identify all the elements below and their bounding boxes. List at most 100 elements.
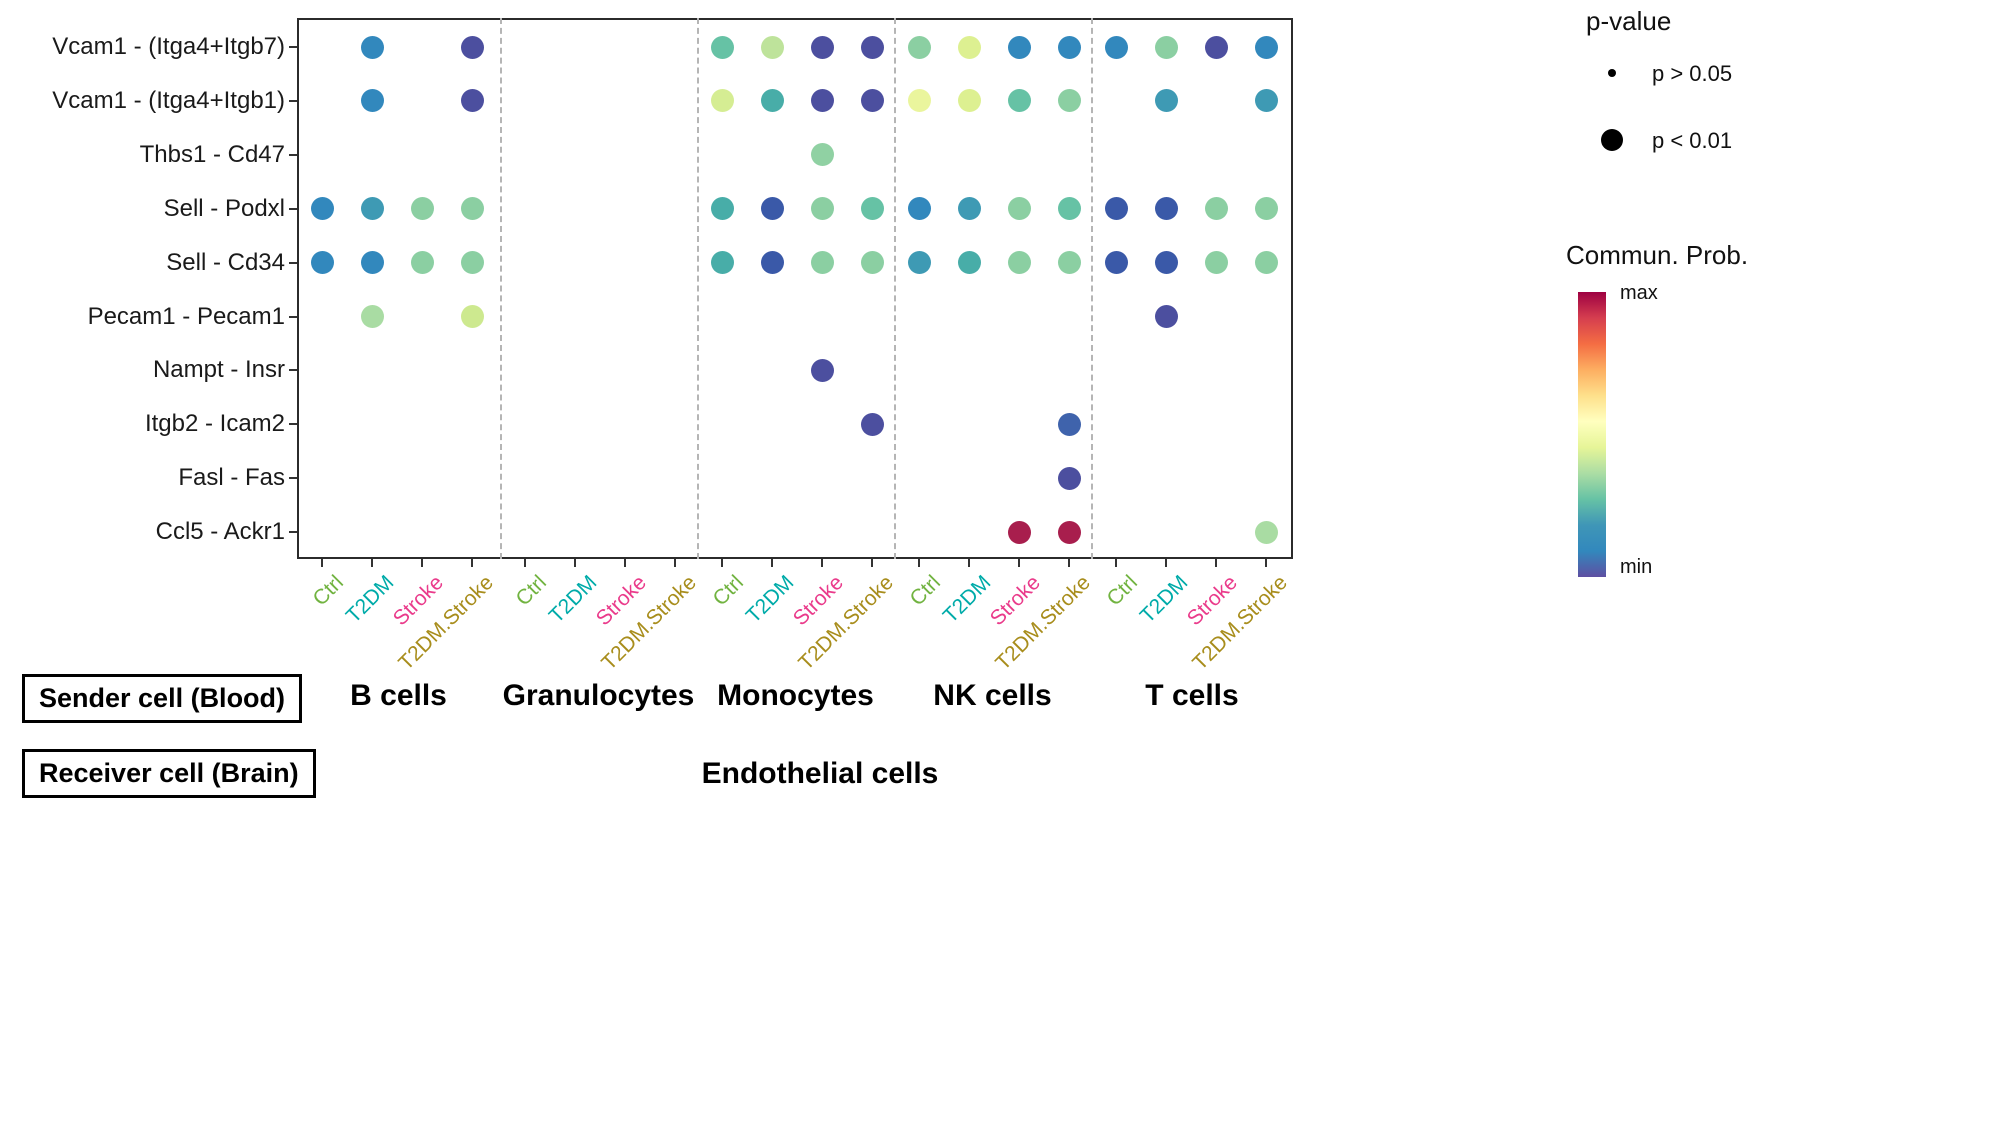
x-axis-tick (1115, 559, 1117, 567)
x-tick-label: T2DM (1135, 571, 1193, 628)
group-separator (894, 18, 896, 559)
data-point (1057, 35, 1081, 59)
data-point (1254, 35, 1278, 59)
data-point (810, 35, 834, 59)
data-point (1154, 251, 1178, 275)
x-tick-label: Ctrl (708, 571, 749, 611)
x-axis-tick (1068, 559, 1070, 567)
x-axis-tick (1165, 559, 1167, 567)
data-point (1154, 305, 1178, 328)
receiver-cell-type-label: Endothelial cells (701, 757, 939, 790)
data-point (310, 197, 334, 221)
data-point (957, 89, 981, 113)
data-point (957, 35, 981, 59)
sender-group-label: T cells (1145, 679, 1239, 712)
x-tick-label: T2DM (544, 571, 602, 628)
x-axis-tick (871, 559, 873, 567)
y-axis-label: Ccl5 - Ackr1 (155, 518, 285, 546)
group-separator (500, 18, 502, 559)
receiver-cell-box: Receiver cell (Brain) (22, 749, 316, 798)
pvalue-label-lt001: p < 0.01 (1652, 128, 1733, 153)
data-point (1057, 89, 1081, 113)
data-point (810, 251, 834, 275)
colorbar-min-label: min (1620, 556, 1653, 578)
x-axis-tick (674, 559, 676, 567)
data-point (710, 89, 734, 113)
sender-group-label: NK cells (933, 679, 1052, 712)
data-point (1204, 35, 1228, 59)
data-point (860, 35, 884, 59)
x-axis-tick (524, 559, 526, 567)
data-point (1007, 520, 1031, 544)
x-axis-tick (371, 559, 373, 567)
y-axis-tick (289, 477, 297, 480)
data-point (1007, 89, 1031, 113)
data-point (1154, 197, 1178, 221)
data-point (1254, 197, 1278, 221)
data-point (760, 35, 784, 59)
data-point (460, 35, 484, 59)
sender-group-label: B cells (350, 679, 447, 712)
data-point (907, 197, 931, 221)
colorbar-title: Commun. Prob. (1566, 240, 1749, 270)
y-axis-label: Fasl - Fas (178, 464, 285, 492)
data-point (907, 89, 931, 113)
x-tick-label: T2DM (741, 571, 799, 628)
group-separator (1091, 18, 1093, 559)
data-point (360, 197, 384, 221)
data-point (1007, 251, 1031, 275)
data-point (460, 89, 484, 113)
data-point (860, 197, 884, 221)
data-point (460, 305, 484, 328)
y-axis-tick (289, 369, 297, 372)
data-point (460, 197, 484, 221)
sender-group-label: Monocytes (717, 679, 874, 712)
data-point (1104, 251, 1128, 275)
x-tick-label: Ctrl (1102, 571, 1143, 611)
data-point (860, 89, 884, 113)
data-point (710, 35, 734, 59)
data-point (1007, 35, 1031, 59)
x-axis-tick (321, 559, 323, 567)
x-axis-tick (471, 559, 473, 567)
data-point (1254, 251, 1278, 275)
x-axis-tick (771, 559, 773, 567)
data-point (1254, 520, 1278, 544)
sender-cell-box: Sender cell (Blood) (22, 674, 303, 723)
y-axis-tick (289, 207, 297, 210)
x-axis-tick (574, 559, 576, 567)
y-axis-tick (289, 99, 297, 102)
x-axis-tick (968, 559, 970, 567)
data-point (1057, 251, 1081, 275)
data-point (710, 251, 734, 275)
y-axis-label: Vcam1 - (Itga4+Itgb1) (52, 86, 285, 114)
y-axis-label: Itgb2 - Icam2 (144, 410, 285, 438)
y-axis-tick (289, 315, 297, 318)
y-axis-label: Sell - Podxl (163, 194, 285, 222)
x-tick-label: Ctrl (308, 571, 349, 611)
x-axis-tick (918, 559, 920, 567)
data-point (810, 358, 834, 382)
data-point (810, 143, 834, 167)
group-separator (697, 18, 699, 559)
x-axis-tick (721, 559, 723, 567)
data-point (360, 89, 384, 113)
data-point (810, 197, 834, 221)
pvalue-label-gt005: p > 0.05 (1652, 61, 1733, 86)
x-axis-tick (624, 559, 626, 567)
pvalue-small-dot-icon (1608, 69, 1616, 77)
data-point (810, 89, 834, 113)
data-point (360, 251, 384, 275)
colorbar (1578, 292, 1606, 577)
data-point (310, 251, 334, 275)
pvalue-legend-title: p-value (1586, 6, 1672, 36)
data-point (360, 305, 384, 328)
data-point (860, 412, 884, 436)
data-point (360, 35, 384, 59)
data-point (760, 89, 784, 113)
y-axis-tick (289, 261, 297, 264)
colorbar-max-label: max (1620, 282, 1658, 304)
data-point (1007, 197, 1031, 221)
data-point (907, 35, 931, 59)
